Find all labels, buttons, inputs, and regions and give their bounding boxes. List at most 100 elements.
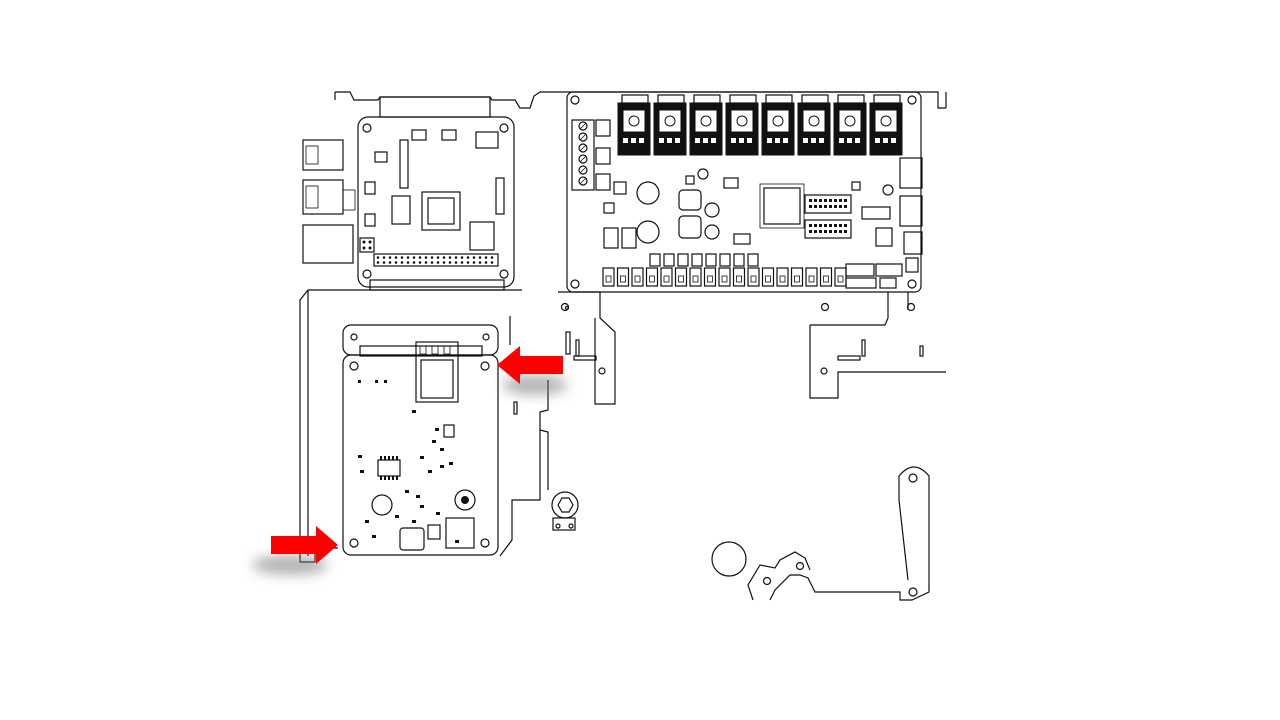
smd-component	[412, 410, 416, 413]
smd-component	[420, 456, 424, 459]
smd-component	[420, 505, 424, 508]
smd-component	[436, 512, 440, 515]
gpio-pin	[472, 261, 476, 264]
gpio-pin	[436, 256, 440, 259]
gpio-pin	[490, 256, 494, 259]
gpio-pin	[484, 256, 488, 259]
gpio-pin	[388, 256, 392, 259]
mounting-plate-outline	[299, 91, 947, 563]
terminal-screw	[578, 176, 588, 186]
smd-component	[412, 520, 416, 523]
controller-board	[566, 91, 923, 293]
smd-component	[405, 490, 409, 493]
connector	[732, 267, 746, 287]
terminal-screw	[578, 121, 588, 131]
driver-header	[621, 94, 649, 104]
gpio-pin	[478, 256, 482, 259]
gpio-pin	[424, 261, 428, 264]
gpio-pin	[484, 261, 488, 264]
connector	[776, 267, 789, 287]
gpio-pin	[442, 256, 446, 259]
jumper	[747, 253, 759, 267]
gpio-pin	[490, 261, 494, 264]
terminal-screw	[578, 143, 588, 153]
smd-component	[372, 535, 376, 538]
connector	[819, 267, 833, 287]
jumper	[677, 253, 689, 267]
driver-header	[693, 94, 721, 104]
smd-component	[360, 470, 364, 473]
gpio-pin	[478, 261, 482, 264]
connector	[631, 267, 644, 287]
smd-component	[416, 495, 420, 498]
gpio-pin	[472, 256, 476, 259]
gpio-pin	[412, 256, 416, 259]
connector	[805, 267, 818, 287]
driver-header	[765, 94, 793, 104]
smd-component	[428, 470, 432, 473]
gpio-pin	[388, 261, 392, 264]
gpio-pin	[418, 261, 422, 264]
bracket-arm	[711, 466, 930, 601]
terminal-screw	[578, 154, 588, 164]
gpio-pin	[460, 261, 464, 264]
driver-header	[801, 94, 829, 104]
compute-board	[302, 96, 515, 291]
smd-component	[395, 515, 399, 518]
terminal-screw	[578, 132, 588, 142]
gpio-pin	[466, 256, 470, 259]
connector	[660, 267, 673, 287]
gpio-pin	[376, 261, 380, 264]
connector	[645, 267, 659, 287]
gpio-pin	[430, 256, 434, 259]
jumper	[649, 253, 661, 267]
gpio-pin	[454, 261, 458, 264]
smd-component	[435, 428, 439, 431]
jumper	[705, 253, 717, 267]
smd-component	[455, 540, 459, 543]
connector	[790, 267, 804, 287]
jumper	[719, 253, 731, 267]
connector	[703, 267, 717, 287]
arrow-left-pointing	[497, 346, 567, 395]
gpio-pin	[460, 256, 464, 259]
connector	[718, 267, 731, 287]
gpio-pin	[418, 256, 422, 259]
gpio-pin	[448, 261, 452, 264]
gpio-pin	[424, 256, 428, 259]
gpio-pin	[406, 261, 410, 264]
gpio-pin	[394, 261, 398, 264]
jumper	[663, 253, 675, 267]
gpio-pin	[394, 256, 398, 259]
smd-component	[365, 520, 369, 523]
gpio-pin	[400, 261, 404, 264]
connector	[674, 267, 688, 287]
jumper	[733, 253, 745, 267]
smd-component	[432, 440, 436, 443]
smd-component	[358, 455, 362, 458]
gpio-pin	[448, 256, 452, 259]
driver-header	[657, 94, 685, 104]
connector	[761, 267, 775, 287]
gpio-pin	[436, 261, 440, 264]
gpio-pin	[382, 256, 386, 259]
gpio-pin	[406, 256, 410, 259]
gpio-pin	[382, 261, 386, 264]
daughter-board	[342, 324, 499, 556]
connector	[689, 267, 702, 287]
smd-component	[449, 462, 453, 465]
connector	[602, 267, 615, 287]
smd-component	[440, 448, 444, 451]
terminal-screw	[578, 165, 588, 175]
driver-header	[837, 94, 865, 104]
connector	[747, 267, 760, 287]
connector	[834, 267, 847, 287]
connector	[616, 267, 630, 287]
arrow-right-pointing	[252, 526, 338, 575]
gpio-pin	[466, 261, 470, 264]
gpio-pin	[442, 261, 446, 264]
driver-header	[873, 94, 901, 104]
gpio-pin	[430, 261, 434, 264]
